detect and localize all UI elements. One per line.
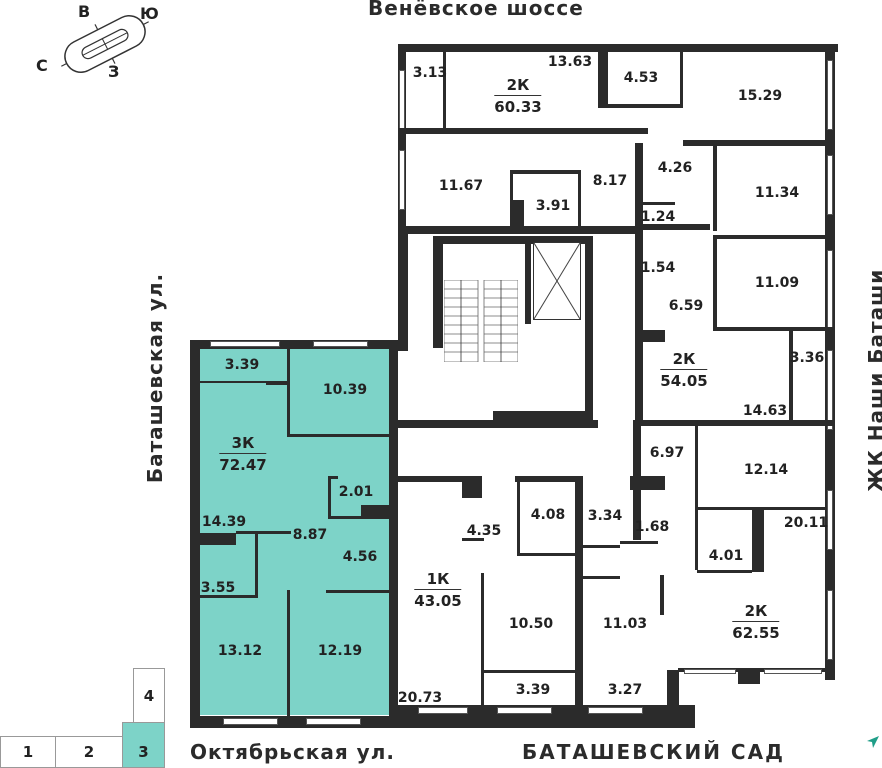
room-area: 4.01 (708, 548, 744, 564)
room-area: 3.55 (200, 580, 236, 596)
room-area: 3.36 (789, 350, 825, 366)
room-area: 3.34 (587, 508, 623, 524)
section-2-button[interactable]: 2 (55, 736, 123, 768)
compass-north-label: С (36, 56, 48, 75)
north-arrow-icon (867, 736, 879, 748)
room-area: 3.13 (412, 65, 448, 81)
room-area: 20.11 (783, 515, 829, 531)
room-area: 4.56 (342, 549, 378, 565)
room-area: 20.73 (397, 690, 443, 706)
compass-west-label: З (108, 62, 120, 81)
street-top: Венёвское шоссе (368, 0, 584, 20)
room-area: 1.68 (634, 519, 670, 535)
apartment-label: 2К 62.55 (732, 602, 780, 642)
room-area: 10.50 (508, 616, 554, 632)
apartment-label: 1К 43.05 (414, 570, 462, 610)
room-area: 13.63 (547, 54, 593, 70)
room-area: 4.53 (623, 70, 659, 86)
compass-south-label: Ю (140, 4, 159, 23)
room-area: 11.67 (438, 178, 484, 194)
room-area: 3.27 (607, 682, 643, 698)
elevator (533, 242, 581, 320)
compass-icon (61, 14, 149, 74)
street-bottom-right: БАТАШЕВСКИЙ САД (522, 740, 785, 764)
street-left: Баташевская ул. (143, 272, 167, 484)
room-area: 10.39 (322, 382, 368, 398)
apartment-left-3k[interactable] (196, 347, 394, 715)
room-area: 3.39 (224, 357, 260, 373)
room-area: 2.01 (338, 484, 374, 500)
room-area: 1.24 (640, 209, 676, 225)
compass-east-label: В (78, 2, 91, 21)
room-area: 12.19 (317, 643, 363, 659)
room-area: 1.54 (640, 260, 676, 276)
section-4-button[interactable]: 4 (133, 668, 165, 723)
street-right: ЖК Наши Баташи (864, 268, 882, 492)
core-wall (398, 226, 408, 351)
stairs (443, 279, 519, 363)
compass: В Ю С З (30, 2, 180, 84)
room-area: 11.03 (602, 616, 648, 632)
room-area: 6.97 (649, 445, 685, 461)
room-area: 3.91 (535, 198, 571, 214)
room-area: 6.59 (668, 298, 704, 314)
room-area: 4.35 (466, 523, 502, 539)
apartment-label: 3К 72.47 (219, 434, 267, 474)
stairs-icon (443, 279, 519, 363)
room-area: 8.17 (592, 173, 628, 189)
room-area: 11.34 (754, 185, 800, 201)
street-bottom-left: Октябрьская ул. (190, 740, 395, 764)
section-1-button[interactable]: 1 (0, 736, 56, 768)
room-area: 15.29 (737, 88, 783, 104)
room-area: 14.39 (201, 514, 247, 530)
apartment-label: 2К 54.05 (660, 350, 708, 390)
section-3-button[interactable]: 3 (122, 722, 165, 768)
room-area: 4.08 (530, 507, 566, 523)
room-area: 11.09 (754, 275, 800, 291)
apartment-label: 2К 60.33 (494, 76, 542, 116)
room-area: 14.63 (742, 403, 788, 419)
room-area: 4.26 (657, 160, 693, 176)
room-area: 13.12 (217, 643, 263, 659)
elevator-icon (533, 242, 581, 320)
room-area: 8.87 (292, 527, 328, 543)
room-area: 3.39 (515, 682, 551, 698)
room-area: 12.14 (743, 462, 789, 478)
